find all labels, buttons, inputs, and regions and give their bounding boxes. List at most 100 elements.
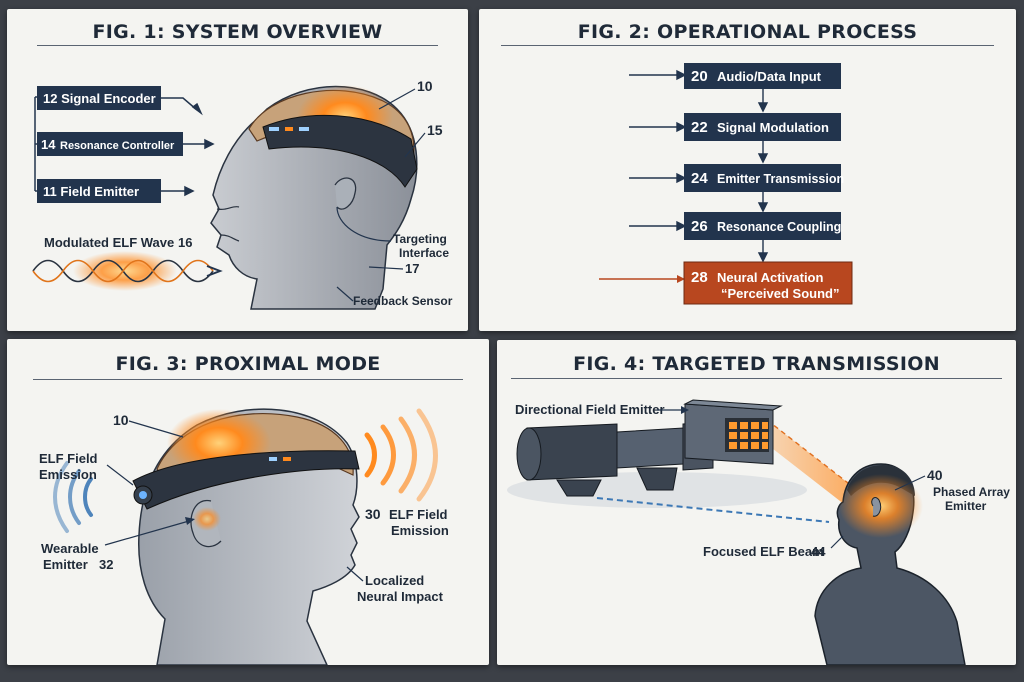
connector-head-26-28 (757, 252, 769, 263)
fig3-led-blue (269, 457, 277, 461)
wave-glow (73, 251, 177, 291)
ref-40-line (894, 475, 926, 491)
fig1-panel: FIG. 1: SYSTEM OVERVIEW 12 Signal Encode… (7, 9, 468, 331)
box-signal-encoder (37, 86, 161, 110)
box-field-emitter-label: 11 Field Emitter (43, 184, 139, 199)
fig2-title: FIG. 2: OPERATIONAL PROCESS (577, 21, 918, 43)
ref-17-line (368, 266, 404, 270)
fig3-ref-10-line (128, 420, 184, 438)
step-20-num: 20 (691, 68, 708, 85)
ref-15: 15 (427, 122, 443, 138)
elf-wave-2 (32, 259, 214, 283)
targeting-label-1: Targeting (393, 232, 447, 246)
phased-array-grid (729, 422, 768, 449)
step-20-text: Audio/Data Input (717, 69, 822, 84)
phased-label-1: Phased Array (933, 485, 1010, 499)
phased-array-top (683, 399, 783, 411)
fig3-title: FIG. 3: PROXIMAL MODE (115, 353, 381, 375)
beam-label: Focused ELF Beam (703, 544, 824, 559)
ref-10-line (378, 88, 416, 110)
input-arrowhead-24 (676, 172, 687, 184)
ref-40: 40 (927, 467, 943, 483)
beam-num-line (830, 535, 844, 549)
ref-15-line (404, 132, 426, 158)
connector-head-22-24 (757, 153, 769, 164)
step-24-box (684, 164, 841, 192)
connector-head-24-26 (757, 202, 769, 213)
wearable-line (104, 520, 190, 546)
band-led-blue-2 (299, 127, 309, 131)
box-resonance-num: 14 (41, 137, 56, 152)
box-signal-encoder-label: 12 Signal Encoder (43, 91, 156, 106)
fig4-diagram: Directional Field Emitter 40 Phased Arra… (507, 399, 1010, 665)
box-field-emitter (37, 179, 161, 203)
emitter-barrel-cap (516, 427, 542, 481)
fig1-headband (262, 114, 418, 188)
directional-label: Directional Field Emitter (515, 402, 665, 417)
phased-label-2: Emitter (945, 499, 987, 513)
wearable-label-1: Wearable (41, 541, 99, 556)
wave-arrow-head (206, 265, 223, 277)
wearable-num: 32 (99, 557, 113, 572)
step-24-text: Emitter Transmission (717, 172, 844, 186)
fig1-ear (334, 177, 357, 210)
wearable-arrowhead (185, 517, 195, 525)
fig1-box-arrows (161, 97, 215, 197)
localized-line (346, 566, 364, 582)
fig3-ref-10: 10 (113, 412, 129, 428)
input-arrowhead-20 (676, 69, 687, 81)
wearable-label-2: Emitter (43, 557, 88, 572)
feedback-label: Feedback Sensor (353, 294, 453, 308)
elf-left-label-2: Emission (39, 467, 97, 482)
step-22-text: Signal Modulation (717, 120, 829, 135)
wave-num: 16 (178, 235, 192, 250)
step-26-box (684, 212, 841, 240)
step-28-box (683, 261, 853, 305)
fig3-title-rule (33, 379, 463, 380)
step-28-num: 28 (691, 269, 708, 286)
fig2-title-rule (501, 45, 994, 46)
band-led-orange (285, 127, 293, 131)
fig3-elf-waves-right (364, 408, 438, 502)
input-arrowhead-22 (676, 121, 687, 133)
localized-label-1: Localized (365, 573, 424, 588)
box-resonance-label: Resonance Controller (60, 140, 175, 152)
step-20-box (684, 63, 841, 89)
beam-edge-top (766, 419, 858, 491)
emitter-stand-left (556, 479, 602, 497)
fig2-panel: FIG. 2: OPERATIONAL PROCESS 20 Audio/Dat… (479, 9, 1016, 331)
elf-left-label-1: ELF Field (39, 451, 98, 466)
fig4-panel: FIG. 4: TARGETED TRANSMISSION (497, 340, 1016, 665)
feedback-line (336, 286, 354, 302)
step-26-text: Resonance Coupling (717, 220, 841, 234)
fig4-title: FIG. 4: TARGETED TRANSMISSION (573, 353, 940, 375)
emitter-barrel-mid (616, 427, 684, 469)
fig4-ear (871, 497, 882, 517)
ref-17: 17 (405, 261, 419, 276)
fig1-diagram: 12 Signal Encoder 14 Resonance Controlle… (32, 78, 453, 310)
wave-label: Modulated ELF Wave (44, 235, 174, 250)
fig3-ear-glow (193, 507, 221, 531)
directional-arrowhead (681, 406, 689, 414)
fig3-diagram: 10 ELF Field Emission 30 ELF Field Emiss… (39, 408, 449, 665)
step-28-text: Neural Activation (717, 270, 823, 285)
elf-right-num: 30 (365, 506, 381, 522)
targeting-line (336, 206, 392, 242)
ref-10: 10 (417, 78, 433, 94)
focused-beam-dashed (596, 497, 830, 523)
targeting-label-2: Interface (399, 246, 449, 260)
band-led-blue (269, 127, 279, 131)
fig3-led-orange (283, 457, 291, 461)
box-resonance-controller (37, 132, 183, 156)
localized-label-2: Neural Impact (357, 589, 444, 604)
step-26-num: 26 (691, 218, 708, 235)
elf-left-line (106, 464, 134, 486)
targeted-beam (759, 420, 857, 508)
fig3-panel: FIG. 3: PROXIMAL MODE (7, 339, 489, 665)
fig2-flowchart: 20 Audio/Data Input 22 Signal Modulation… (599, 63, 853, 305)
fig1-title: FIG. 1: SYSTEM OVERVIEW (92, 21, 383, 43)
step-22-num: 22 (691, 119, 708, 136)
emitter-stand-right (636, 467, 678, 491)
beam-num: 44 (811, 544, 826, 559)
input-arrowhead-28 (677, 275, 685, 283)
